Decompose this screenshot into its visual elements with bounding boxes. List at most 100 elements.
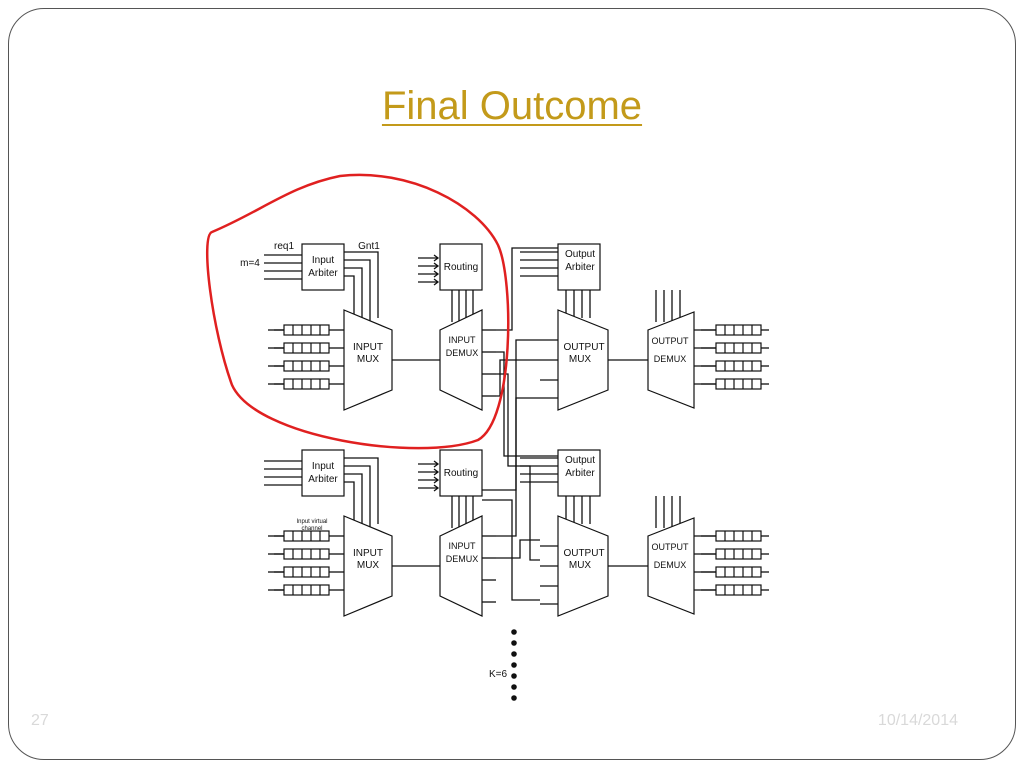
input-buffer bbox=[283, 584, 330, 596]
continuation-dot bbox=[511, 640, 517, 646]
interconnect bbox=[496, 373, 540, 561]
buffer-outline bbox=[283, 324, 330, 336]
input-mux-label: MUX bbox=[357, 354, 380, 365]
input-arbiter-label: Input bbox=[312, 461, 334, 472]
continuation-dot bbox=[511, 684, 517, 690]
buffer-outline bbox=[715, 584, 762, 596]
input-arbiter-box bbox=[301, 243, 345, 291]
output-mux-label: MUX bbox=[569, 560, 592, 571]
buffer-outline bbox=[283, 566, 330, 578]
routing-input-arrow bbox=[433, 484, 440, 492]
buffer-outline bbox=[283, 584, 330, 596]
continuation-dot bbox=[511, 629, 517, 635]
continuation-dot bbox=[511, 695, 517, 701]
output-demux-label: DEMUX bbox=[654, 354, 687, 364]
interconnect bbox=[482, 339, 540, 491]
routing-input-arrow bbox=[433, 262, 440, 270]
output-buffer bbox=[715, 342, 762, 354]
output-demux-label: OUTPUT bbox=[652, 542, 690, 552]
slide-number: 27 bbox=[31, 712, 49, 729]
continuation-dot bbox=[511, 651, 517, 657]
routing-box bbox=[439, 449, 483, 497]
k-label: K=6 bbox=[489, 669, 508, 680]
input-arbiter-label: Arbiter bbox=[308, 474, 338, 485]
interconnect bbox=[496, 351, 558, 457]
virtual-channel-label: Input virtual bbox=[296, 519, 327, 525]
buffer-outline bbox=[283, 342, 330, 354]
output-arbiter-label: Arbiter bbox=[565, 262, 595, 273]
output-mux bbox=[557, 309, 609, 411]
grant-line bbox=[344, 251, 379, 318]
continuation-dot bbox=[511, 662, 517, 668]
buffer-outline bbox=[715, 378, 762, 390]
input-buffer bbox=[283, 530, 330, 542]
buffer-outline bbox=[715, 548, 762, 560]
input-demux-label: DEMUX bbox=[446, 348, 479, 358]
diagram-text: InputArbiterINPUTMUXRoutingINPUTDEMUXInp… bbox=[240, 241, 689, 680]
routing-input-arrow bbox=[433, 460, 440, 468]
routing-label: Routing bbox=[444, 468, 478, 479]
interconnect bbox=[496, 359, 540, 397]
output-arbiter-label: Output bbox=[565, 249, 595, 260]
routing-input-arrow bbox=[433, 278, 440, 286]
grant-line bbox=[344, 481, 355, 536]
buffer-outline bbox=[715, 324, 762, 336]
grant-line bbox=[344, 275, 355, 330]
diagram-shapes bbox=[283, 243, 762, 701]
gnt-label: Gnt1 bbox=[358, 241, 380, 252]
routing-input-arrow bbox=[433, 468, 440, 476]
output-mux-label: OUTPUT bbox=[563, 342, 604, 353]
output-arbiter-label: Output bbox=[565, 455, 595, 466]
output-mux-label: OUTPUT bbox=[563, 548, 604, 559]
grant-line bbox=[344, 465, 371, 528]
output-demux bbox=[647, 311, 695, 409]
buffer-outline bbox=[715, 360, 762, 372]
buffer-outline bbox=[283, 548, 330, 560]
input-demux bbox=[439, 515, 483, 617]
input-mux-label: MUX bbox=[357, 560, 380, 571]
continuation-dot bbox=[511, 673, 517, 679]
m-label: m=4 bbox=[240, 258, 260, 269]
input-demux-label: INPUT bbox=[449, 335, 477, 345]
input-mux-label: INPUT bbox=[353, 548, 383, 559]
diagram-lines bbox=[264, 247, 769, 605]
interconnect bbox=[496, 397, 540, 537]
highlight-circle bbox=[206, 173, 510, 450]
grant-line bbox=[344, 259, 371, 322]
interconnect bbox=[496, 247, 558, 331]
routing-box bbox=[439, 243, 483, 291]
routing-label: Routing bbox=[444, 262, 478, 273]
input-mux-label: INPUT bbox=[353, 342, 383, 353]
output-buffer bbox=[715, 584, 762, 596]
buffer-outline bbox=[715, 342, 762, 354]
buffer-outline bbox=[283, 360, 330, 372]
input-demux bbox=[439, 309, 483, 411]
buffer-outline bbox=[283, 530, 330, 542]
virtual-channel-label: channel bbox=[301, 526, 322, 532]
output-arbiter-box bbox=[557, 243, 601, 291]
buffer-outline bbox=[715, 566, 762, 578]
output-demux bbox=[647, 517, 695, 615]
output-mux-label: MUX bbox=[569, 354, 592, 365]
interconnect bbox=[496, 539, 540, 559]
output-buffer bbox=[715, 360, 762, 372]
input-demux-label: DEMUX bbox=[446, 554, 479, 564]
input-buffer bbox=[283, 548, 330, 560]
input-buffer bbox=[283, 360, 330, 372]
output-demux-label: DEMUX bbox=[654, 560, 687, 570]
grant-line bbox=[344, 457, 379, 524]
input-demux-label: INPUT bbox=[449, 541, 477, 551]
slide-date: 10/14/2014 bbox=[877, 712, 958, 729]
buffer-outline bbox=[283, 378, 330, 390]
input-buffer bbox=[283, 378, 330, 390]
slide-title: Final Outcome bbox=[381, 84, 643, 128]
input-arbiter-label: Arbiter bbox=[308, 268, 338, 279]
output-demux-label: OUTPUT bbox=[652, 336, 690, 346]
slide-frame bbox=[8, 8, 1016, 760]
grant-line bbox=[344, 473, 363, 532]
grant-line bbox=[344, 267, 363, 326]
input-mux bbox=[343, 515, 393, 617]
interconnect bbox=[482, 499, 540, 601]
routing-input-arrow bbox=[433, 476, 440, 484]
input-arbiter-label: Input bbox=[312, 255, 334, 266]
